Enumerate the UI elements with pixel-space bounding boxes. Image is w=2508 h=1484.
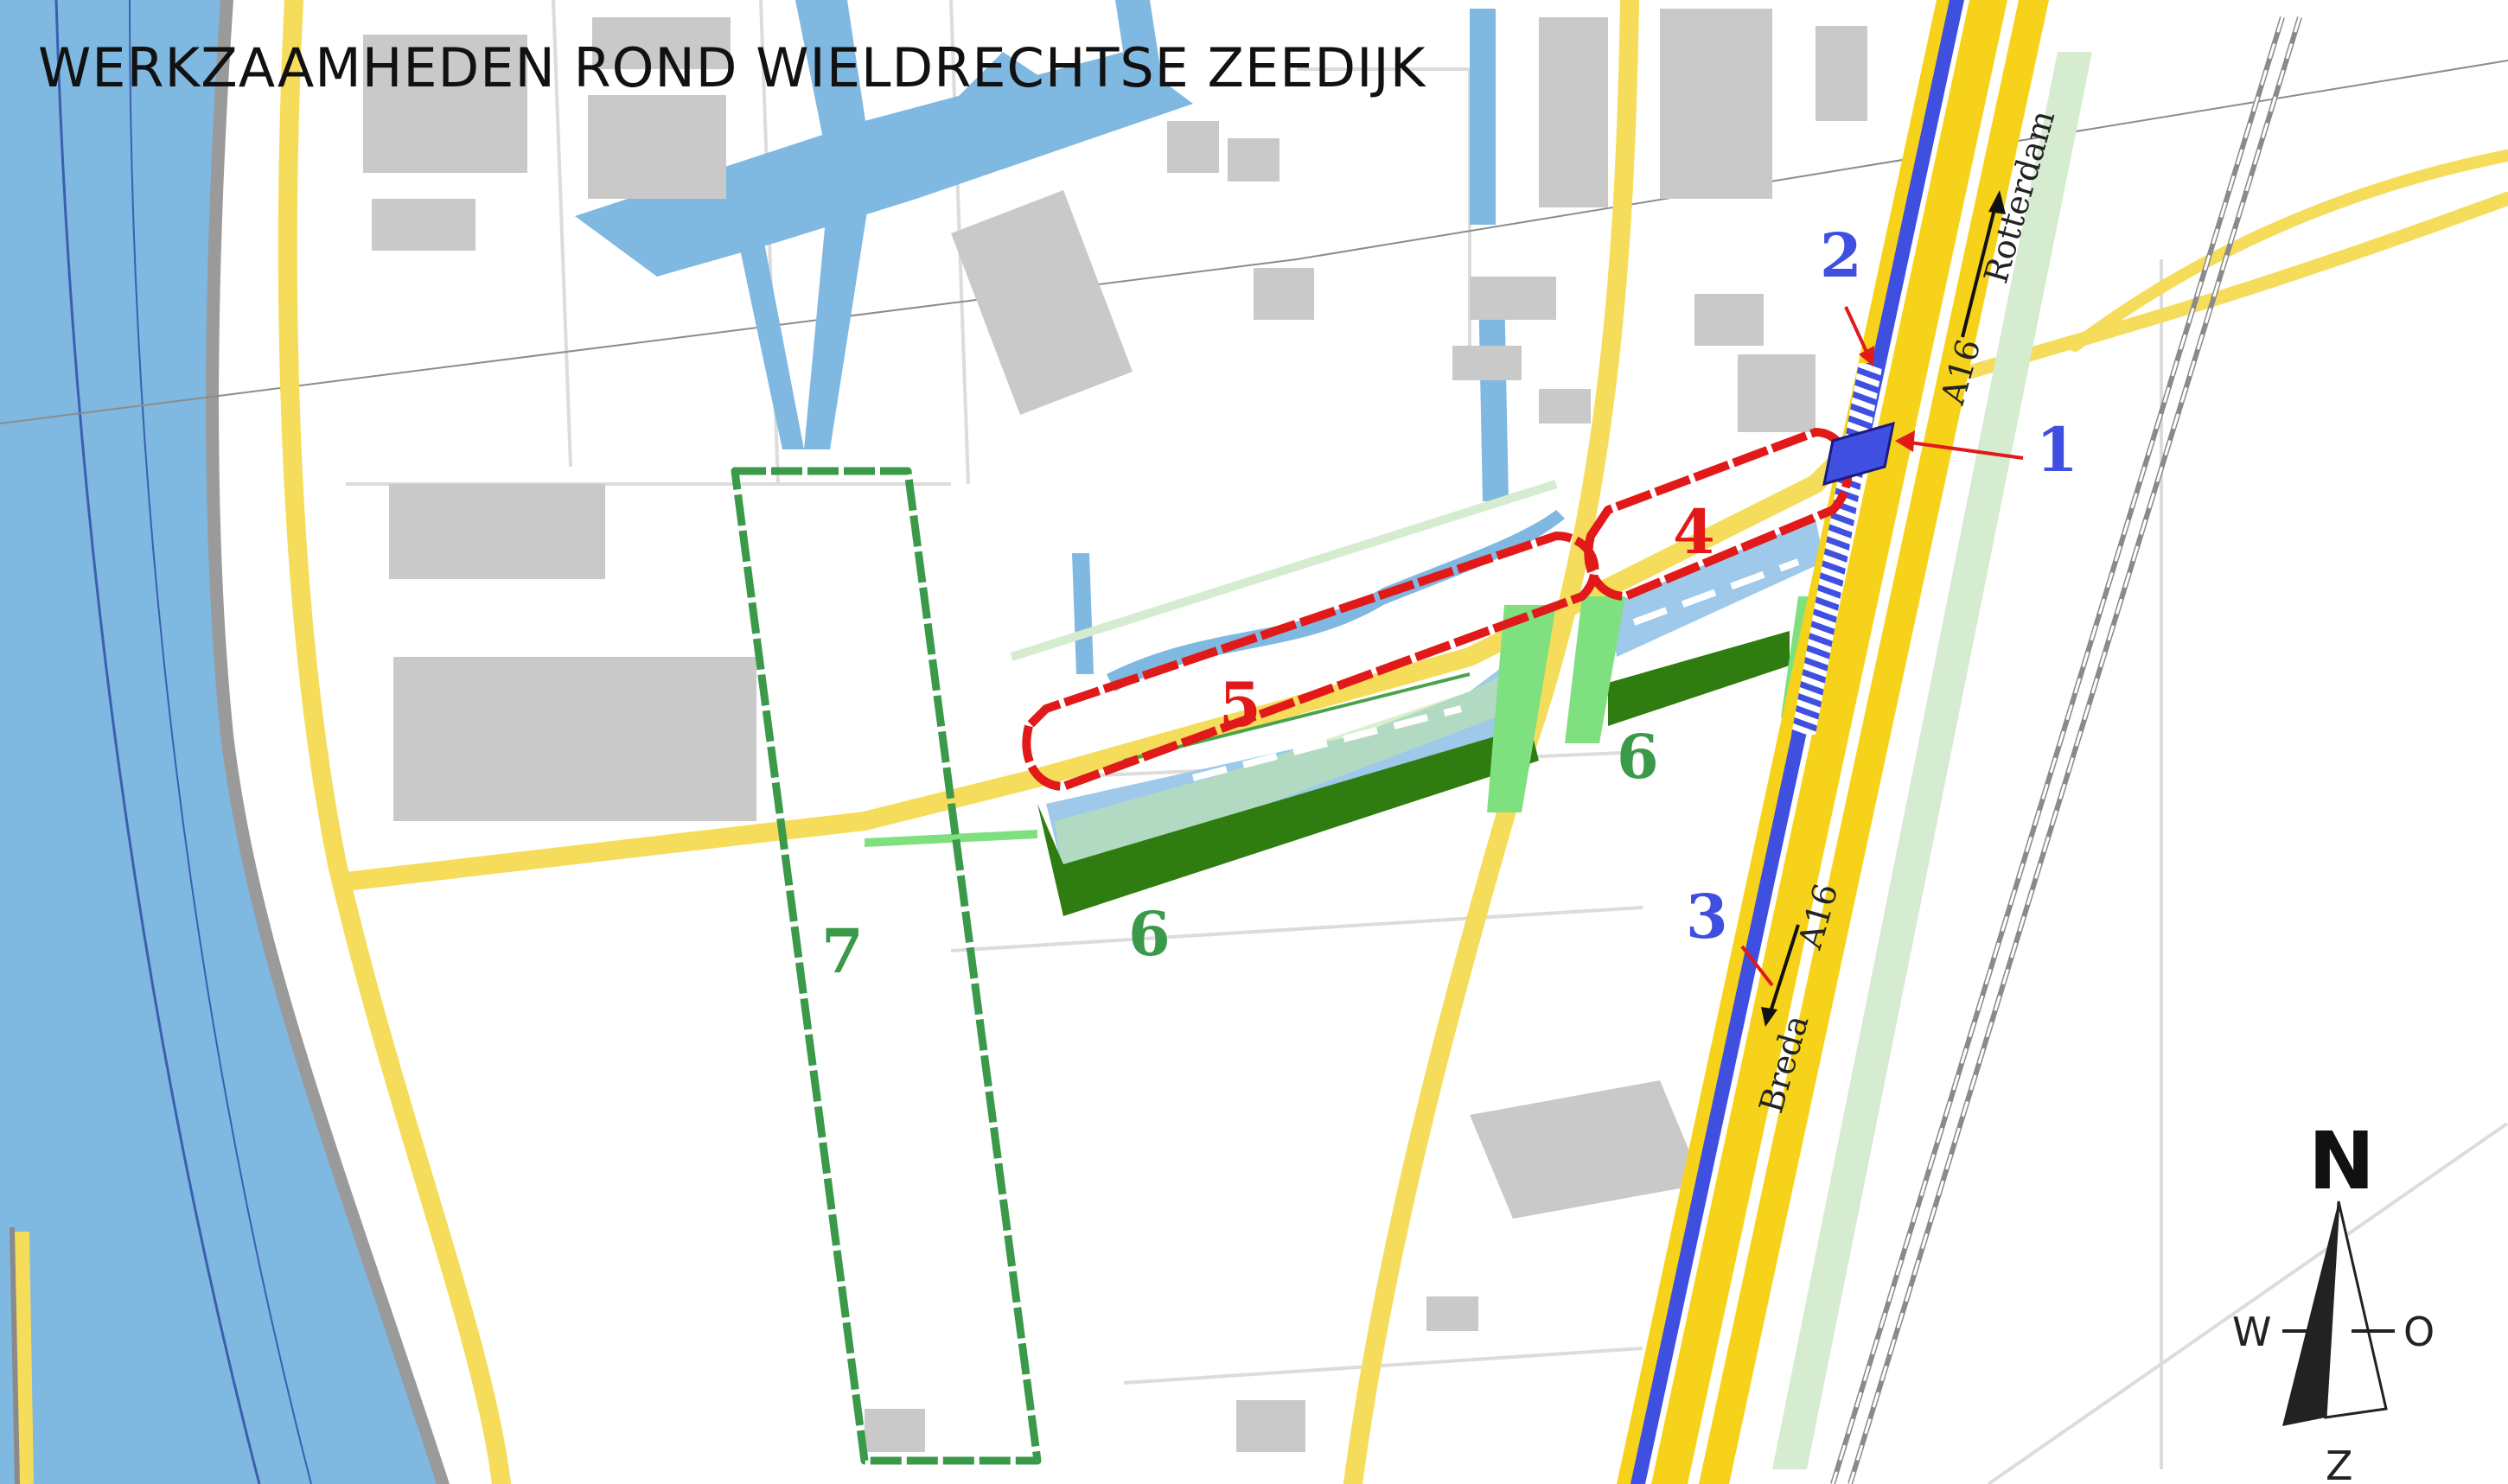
marker-label-7: 7 <box>821 915 864 987</box>
marker-label-3: 3 <box>1686 881 1728 952</box>
marker-label-5: 5 <box>1219 669 1261 741</box>
marker-label-2: 2 <box>1820 220 1862 291</box>
compass-n: N <box>2308 1115 2375 1207</box>
compass-o: O <box>2403 1309 2435 1355</box>
zone-7-outline <box>731 467 1042 1465</box>
structure-1-marker <box>1822 421 1895 487</box>
river <box>0 0 437 1484</box>
pointer-arrowheads <box>1859 346 1915 452</box>
marker-label-6b: 6 <box>1128 898 1171 970</box>
marker-label-1: 1 <box>2036 414 2078 486</box>
compass-needle-right <box>2324 1201 2388 1419</box>
direction-arrowheads <box>1761 190 2006 1027</box>
marker-label-6a: 6 <box>1617 721 1659 793</box>
compass-needle-left <box>2282 1201 2339 1426</box>
map-title: WERKZAAMHEDEN ROND WIELDRECHTSE ZEEDIJK <box>38 36 1426 99</box>
project-area <box>865 519 1824 916</box>
compass-w: W <box>2232 1309 2271 1355</box>
red-zone-outlines <box>1022 428 1853 791</box>
pier-edge <box>10 1226 20 1484</box>
buildings <box>363 9 1867 1452</box>
pier <box>14 1231 34 1484</box>
zone-5-outline <box>1022 532 1599 791</box>
canal-strip <box>1010 480 1558 661</box>
marker-label-4: 4 <box>1673 496 1715 568</box>
railway <box>1830 16 2302 1484</box>
compass-rose: N W O Z <box>2232 1115 2435 1484</box>
river-channel-line <box>54 0 261 1484</box>
thin-boundary-line <box>0 60 2508 424</box>
river-channel-line-2 <box>129 0 312 1484</box>
zone-4-outline <box>1584 428 1853 601</box>
a16-shoulder-green <box>1772 52 2092 1469</box>
direction-arrows <box>1766 198 1999 1021</box>
compass-z: Z <box>2326 1443 2353 1484</box>
